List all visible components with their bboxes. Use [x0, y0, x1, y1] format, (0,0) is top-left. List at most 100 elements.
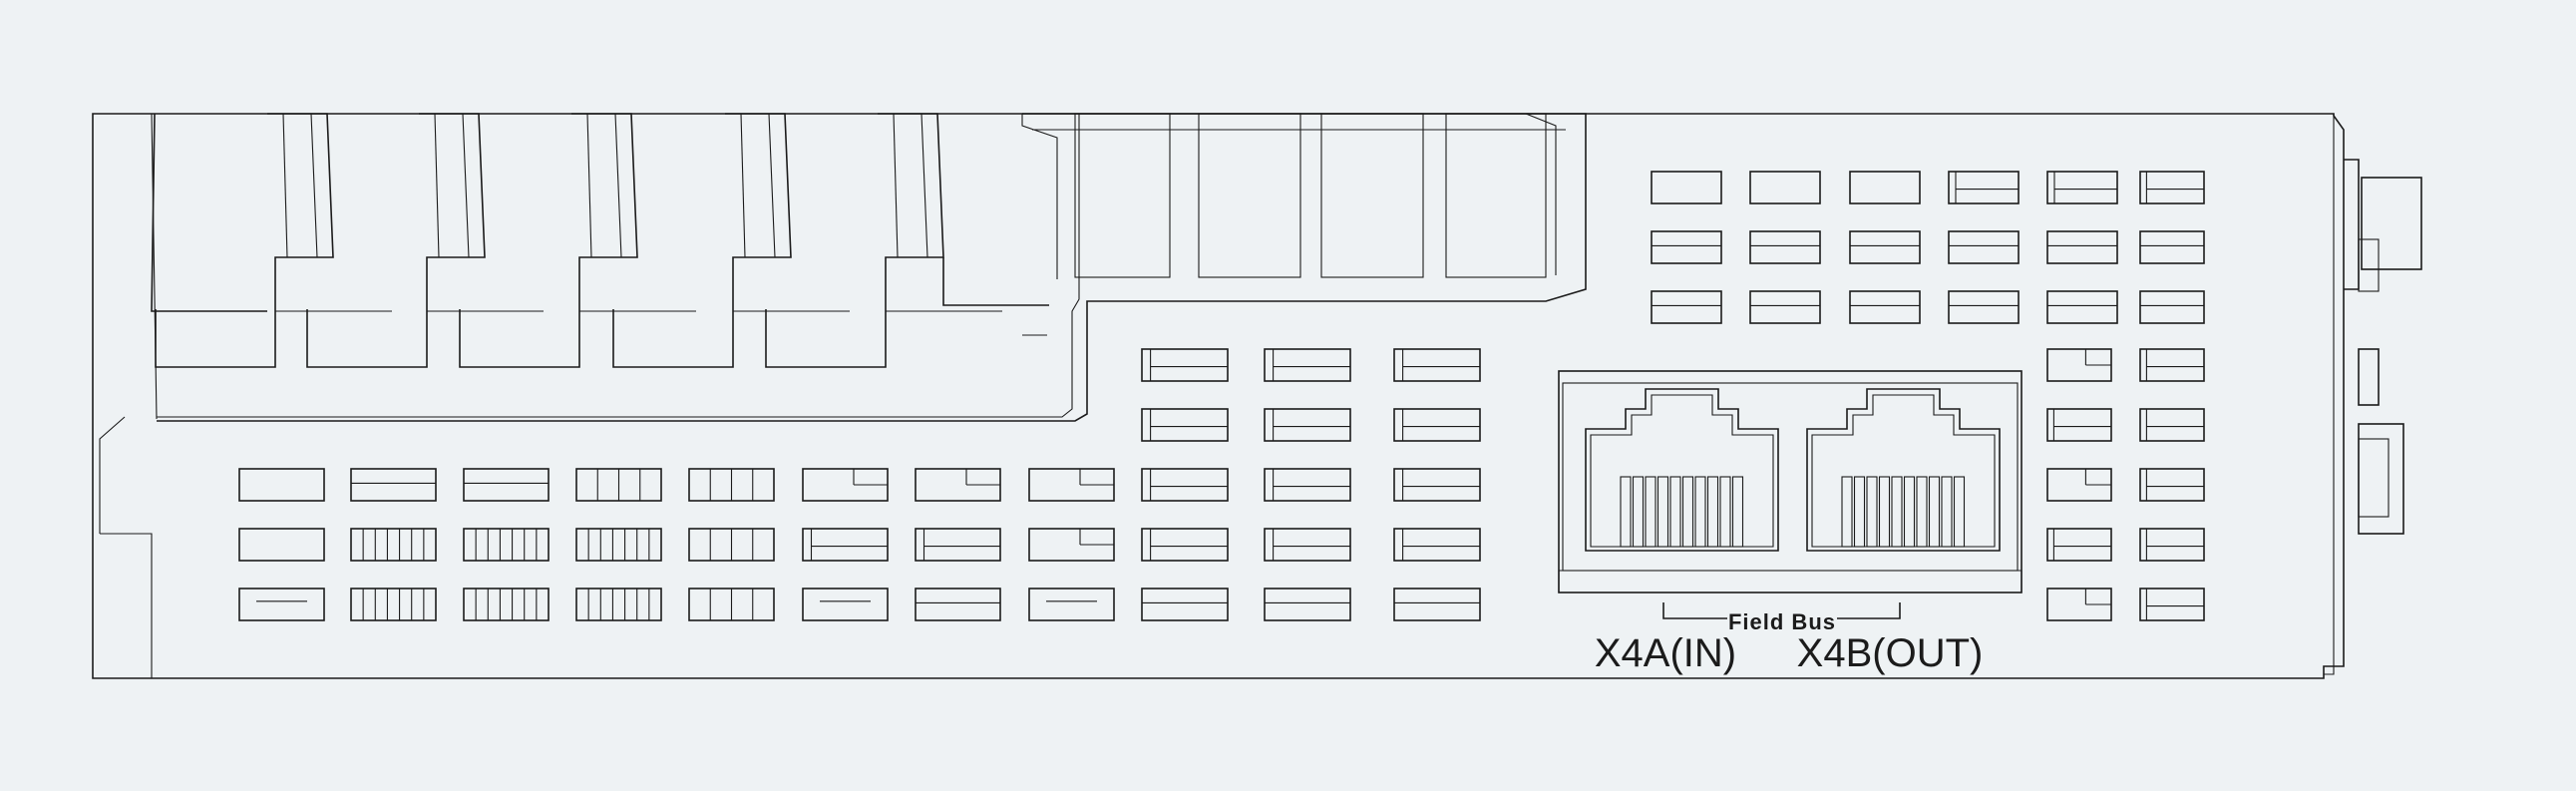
heatsink-fin — [765, 113, 944, 368]
vent-slot — [1264, 468, 1351, 502]
fieldbus-block — [1558, 370, 2023, 593]
vent-slot — [1264, 348, 1351, 382]
rj45-contact — [1928, 476, 1941, 548]
vent-slot — [915, 528, 1001, 562]
fieldbus-bracket — [1662, 602, 1901, 619]
heatsink-fin — [459, 113, 638, 368]
rj45-contact — [1681, 476, 1694, 548]
heatsink-fin-edge — [586, 113, 592, 258]
fieldbus-label: Field Bus — [1728, 609, 1836, 634]
vent-slot — [1141, 588, 1229, 621]
vent-slot — [350, 588, 437, 621]
vent-slot — [688, 588, 775, 621]
vent-slot-frame — [2139, 468, 2205, 502]
vent-slot — [1393, 588, 1481, 621]
rj45-contact — [1632, 476, 1645, 548]
rj45-contact — [1694, 476, 1706, 548]
vent-slot — [1028, 588, 1115, 621]
vent-slot — [575, 528, 662, 562]
vent-slot-frame — [2139, 171, 2205, 204]
vent-slot-frame — [1141, 588, 1229, 621]
heatsink-fin-edge — [768, 113, 776, 258]
vent-slot-frame — [1651, 171, 1722, 204]
vent-slot — [1393, 348, 1481, 382]
vent-slot-frame — [238, 468, 325, 502]
vent-slot-frame — [1141, 348, 1229, 382]
vent-slot-frame — [1849, 171, 1921, 204]
vent-slot — [2139, 528, 2205, 562]
vent-slot-frame — [2046, 528, 2112, 562]
vent-slot — [575, 588, 662, 621]
vent-slot-frame — [1393, 468, 1481, 502]
vent-slot — [802, 468, 889, 502]
vent-slot — [350, 528, 437, 562]
vent-slot — [2046, 408, 2112, 442]
vent-slot — [238, 588, 325, 621]
rj45-contact — [1878, 476, 1891, 548]
rj45-contact — [1953, 476, 1966, 548]
vent-slot-frame — [463, 588, 550, 621]
vent-slot — [1749, 230, 1821, 264]
vent-slot-frame — [1948, 230, 2020, 264]
vent-slot — [1749, 171, 1821, 204]
vent-slot — [1948, 171, 2020, 204]
vent-slot-frame — [2046, 408, 2112, 442]
vent-slot — [688, 528, 775, 562]
vent-slot — [1028, 528, 1115, 562]
vent-slot — [1948, 230, 2020, 264]
vent-slot — [2139, 588, 2205, 621]
vent-slot — [2139, 171, 2205, 204]
vent-slot-frame — [1749, 171, 1821, 204]
vent-slot — [1141, 528, 1229, 562]
vent-slot-frame — [350, 528, 437, 562]
vent-slot — [2046, 588, 2112, 621]
rj45-contact — [1669, 476, 1681, 548]
heatsink-fin — [942, 257, 1049, 306]
vent-slot — [2139, 230, 2205, 264]
vent-slot — [2046, 230, 2118, 264]
vent-slot — [2046, 348, 2112, 382]
rj45-contact — [1656, 476, 1669, 548]
vent-slot-frame — [2139, 290, 2205, 324]
vent-slot — [1393, 468, 1481, 502]
vent-slot-frame — [238, 588, 325, 621]
heatsink-fin — [151, 113, 267, 312]
vent-slot-frame — [1028, 588, 1115, 621]
vent-slot — [2139, 290, 2205, 324]
vent-slot-frame — [1393, 348, 1481, 382]
vent-slot — [1393, 408, 1481, 442]
rj45-contact — [1903, 476, 1916, 548]
vent-slot — [915, 468, 1001, 502]
vent-slots — [238, 171, 2205, 621]
vent-slot — [350, 468, 437, 502]
vent-slot-frame — [463, 468, 550, 502]
vent-slot — [463, 528, 550, 562]
rj45-port-inner — [1811, 394, 1996, 548]
vent-slot — [1141, 348, 1229, 382]
vent-slot-frame — [2139, 408, 2205, 442]
rj45-contact — [1941, 476, 1953, 548]
vent-slot-frame — [1264, 408, 1351, 442]
heatsink-fin-edge — [434, 113, 440, 258]
vent-slot — [575, 468, 662, 502]
heatsink-fin-edge — [282, 113, 288, 258]
vent-slot-frame — [350, 468, 437, 502]
heatsink-fin — [155, 113, 334, 368]
rj45-contact — [1645, 476, 1656, 548]
heatsink-fin — [612, 113, 792, 368]
rj45-contact — [1620, 476, 1632, 548]
vent-slot-frame — [350, 588, 437, 621]
vent-slot-frame — [802, 528, 889, 562]
vent-slot-frame — [1141, 408, 1229, 442]
rj45-contact — [1891, 476, 1903, 548]
vent-slot — [2046, 290, 2118, 324]
vent-slot-frame — [1651, 230, 1722, 264]
port-out-label: X4B(OUT) — [1797, 631, 1984, 675]
rj45-contact — [1866, 476, 1878, 548]
vent-slot — [1651, 230, 1722, 264]
vent-slot — [802, 528, 889, 562]
vent-slot-frame — [1948, 171, 2020, 204]
rj45-port-inner — [1590, 394, 1774, 548]
heatsink-fin-edge — [614, 113, 622, 258]
